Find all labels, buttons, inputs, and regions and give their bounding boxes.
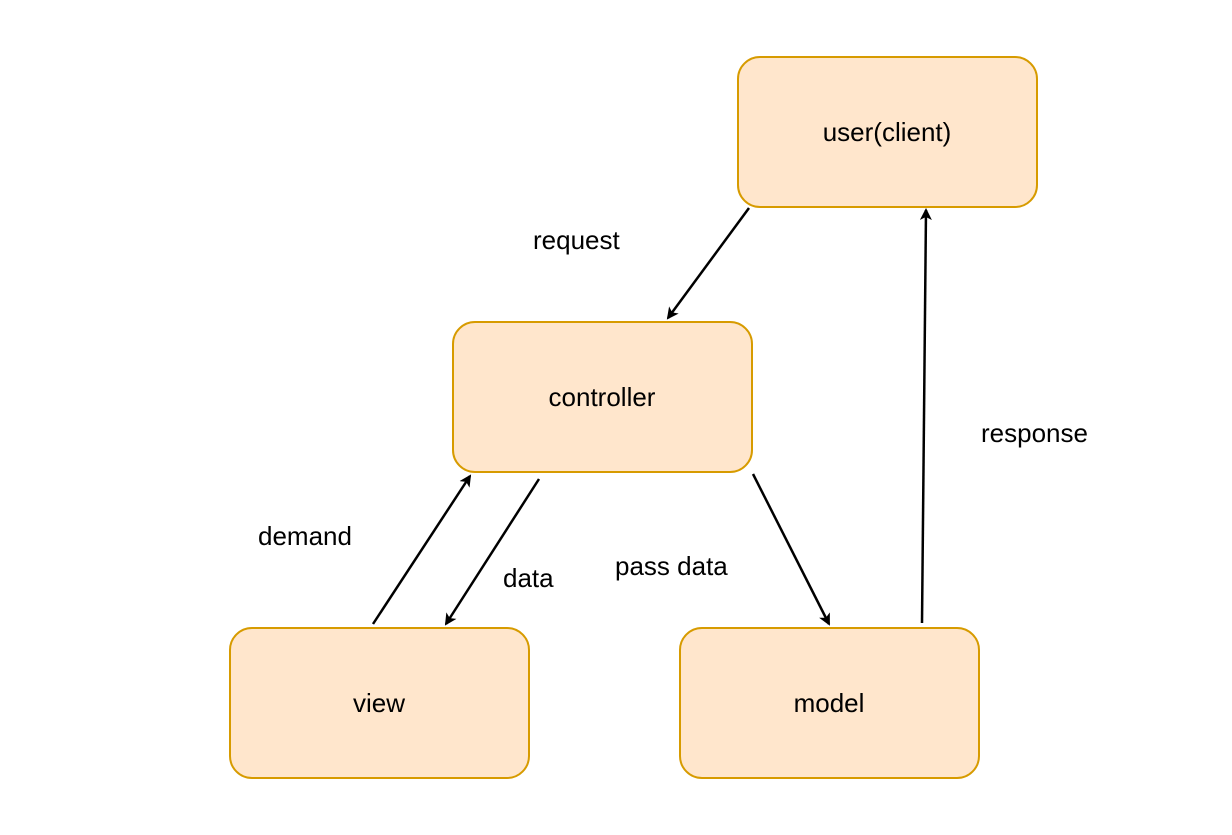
view-label: view (353, 688, 405, 718)
response-label: response (981, 418, 1088, 448)
response-arrow (919, 208, 932, 624)
demand-arrow (371, 474, 472, 625)
view-node[interactable]: view (229, 627, 530, 779)
controller-label: controller (549, 382, 656, 412)
pass-data-label: pass data (615, 551, 728, 581)
request-arrow (666, 207, 751, 320)
user-client-label: user(client) (823, 117, 952, 147)
controller-node[interactable]: controller (452, 321, 753, 473)
data-label: data (503, 563, 554, 593)
user-client-node[interactable]: user(client) (737, 56, 1038, 208)
request-label: request (533, 225, 620, 255)
data-arrow (444, 478, 541, 626)
pass-data-arrow (751, 473, 831, 626)
demand-label: demand (258, 521, 352, 551)
model-label: model (794, 688, 865, 718)
model-node[interactable]: model (679, 627, 980, 779)
